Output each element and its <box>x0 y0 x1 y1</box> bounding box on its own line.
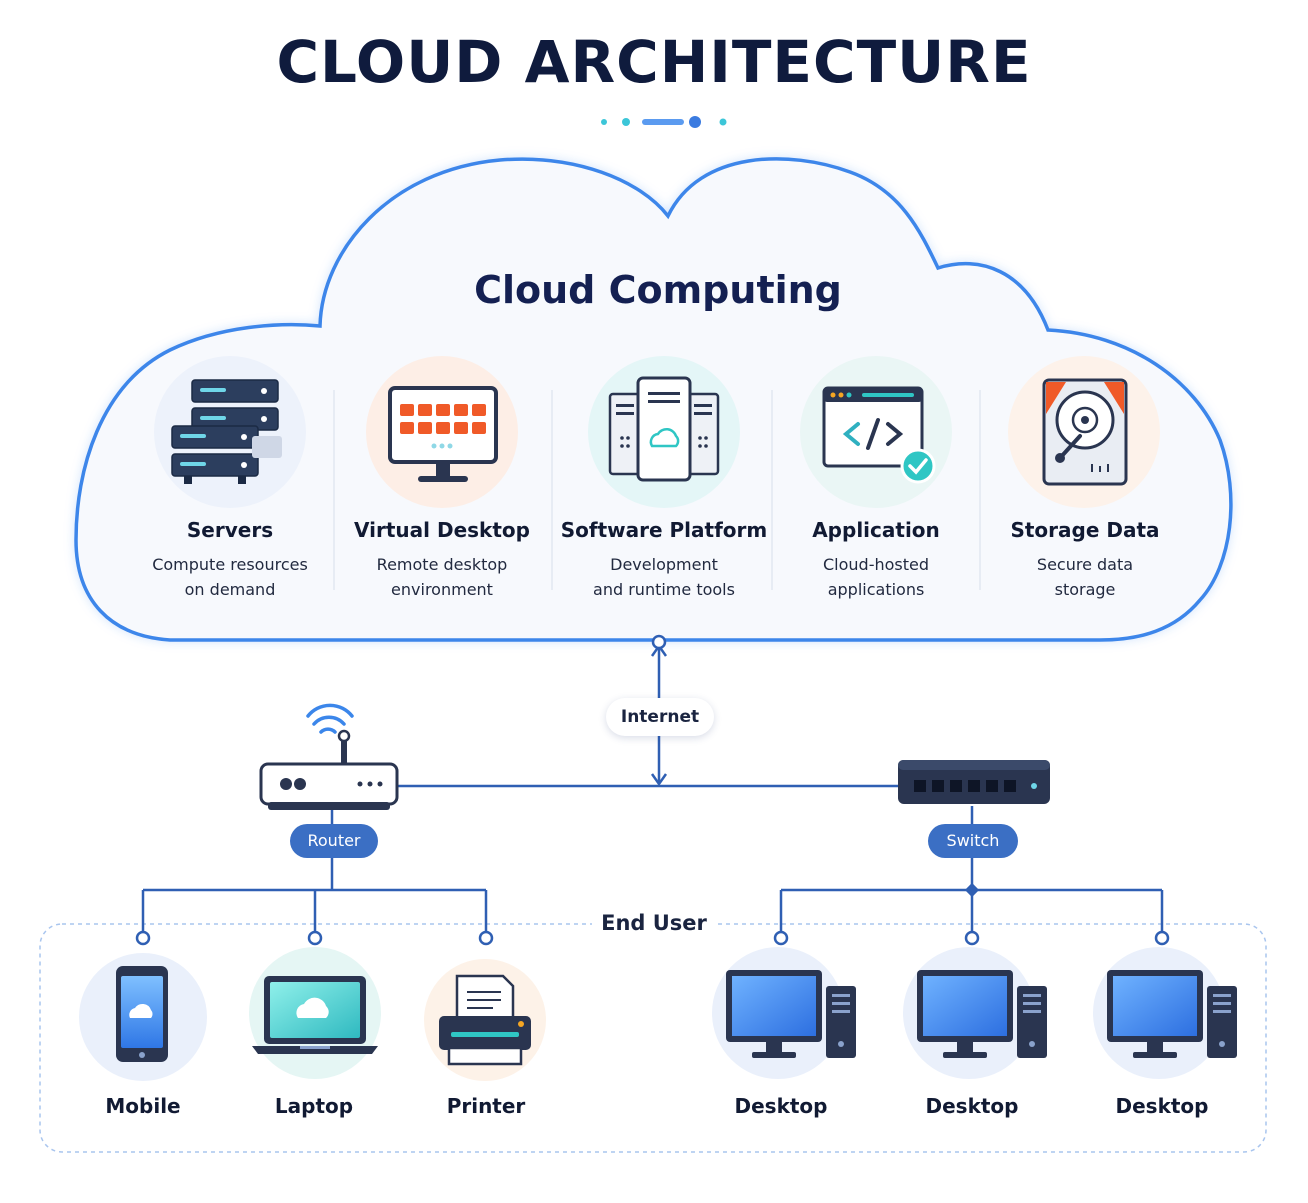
end-user-label: End User <box>592 906 716 940</box>
service-name: Storage Data <box>1010 518 1160 542</box>
service-software-platform: Software Platform Development and runtim… <box>559 518 769 602</box>
server-rack-icon <box>154 356 306 508</box>
service-desc-line: Cloud-hosted <box>822 555 929 574</box>
desktop-computer-icon <box>712 947 856 1079</box>
device-label-desktop: Desktop <box>1115 1094 1209 1118</box>
service-application: Application Cloud-hosted applications <box>771 518 981 602</box>
device-label-laptop: Laptop <box>274 1094 354 1118</box>
service-desc-line: Compute resources <box>152 555 308 574</box>
service-desc-line: applications <box>827 580 925 599</box>
service-desc-line: Development <box>610 555 718 574</box>
router-icon <box>259 703 399 810</box>
hard-drive-icon <box>1008 356 1160 508</box>
service-storage-data: Storage Data Secure data storage <box>980 518 1190 602</box>
service-description: Cloud-hosted applications <box>771 552 981 602</box>
service-desc-line: Remote desktop <box>376 555 508 574</box>
service-desc-line: environment <box>391 580 493 599</box>
desktop-computer-icon <box>1093 947 1237 1079</box>
platform-towers-icon <box>588 356 740 508</box>
printer-icon <box>424 959 546 1081</box>
switch-junction <box>964 882 980 898</box>
service-desc-line: storage <box>1054 580 1116 599</box>
service-description: Development and runtime tools <box>559 552 769 602</box>
switch-label: Switch <box>928 824 1018 858</box>
switch-icon <box>898 760 1050 804</box>
service-desc-line: Secure data <box>1036 555 1134 574</box>
service-name: Software Platform <box>560 518 768 542</box>
service-description: Secure data storage <box>980 552 1190 602</box>
device-label-desktop: Desktop <box>925 1094 1019 1118</box>
service-name: Application <box>812 518 940 542</box>
laptop-icon <box>249 947 381 1079</box>
end-user-frame <box>39 923 1267 1153</box>
service-description: Compute resources on demand <box>125 552 335 602</box>
service-desc-line: on demand <box>184 580 276 599</box>
mobile-phone-icon <box>79 953 207 1081</box>
device-label-printer: Printer <box>446 1094 526 1118</box>
connector-nodes <box>135 634 1170 946</box>
cloud-title: Cloud Computing <box>474 268 842 312</box>
service-description: Remote desktop environment <box>337 552 547 602</box>
service-name: Virtual Desktop <box>354 518 530 542</box>
service-virtual-desktop: Virtual Desktop Remote desktop environme… <box>337 518 547 602</box>
device-label-mobile: Mobile <box>105 1094 181 1118</box>
desktop-computer-icon <box>903 947 1047 1079</box>
monitor-grid-icon <box>366 356 518 508</box>
internet-label: Internet <box>606 698 714 736</box>
device-label-desktop: Desktop <box>734 1094 828 1118</box>
router-label: Router <box>290 824 378 858</box>
service-desc-line: and runtime tools <box>593 580 735 599</box>
service-name: Servers <box>186 518 274 542</box>
service-servers: Servers Compute resources on demand <box>125 518 335 602</box>
code-window-icon <box>800 356 952 508</box>
title-decoration <box>601 116 727 128</box>
page-title: CLOUD ARCHITECTURE <box>276 28 1032 96</box>
